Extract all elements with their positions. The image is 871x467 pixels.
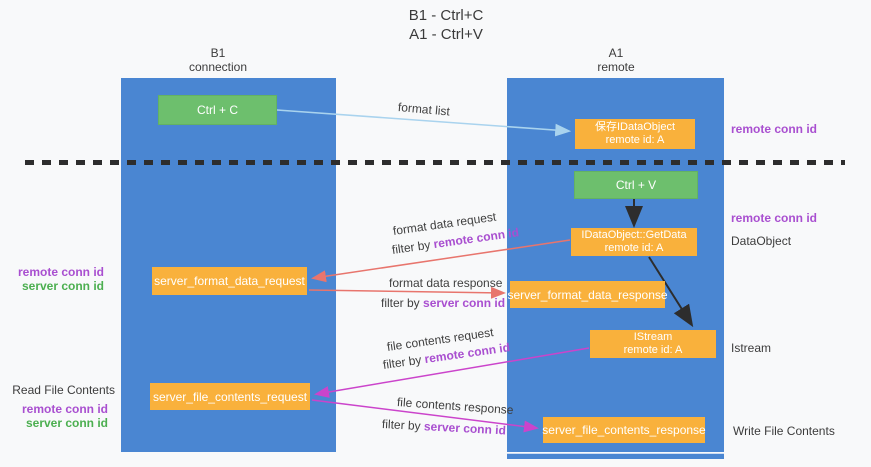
read-file-contents-annotation: Read File Contents: [12, 383, 115, 397]
save-dataobject-line2: remote id: A: [605, 134, 665, 146]
server-file-contents-request-box: server_file_contents_request: [150, 383, 310, 410]
ctrl-c-label: Ctrl + C: [196, 103, 238, 117]
server-conn-id-text: server conn id: [423, 419, 507, 438]
diagram-title: B1 - Ctrl+C A1 - Ctrl+V: [409, 6, 484, 44]
lane-b1-name: B1: [210, 46, 226, 60]
server-format-data-request-box: server_format_data_request: [152, 267, 307, 295]
ctrl-v-label: Ctrl + V: [615, 178, 657, 192]
remote-conn-id-annotation-mid: remote conn id: [731, 211, 818, 225]
ctrl-v-box: Ctrl + V: [574, 171, 698, 199]
istream-annotation: Istream: [731, 341, 772, 355]
server-conn-id-annotation-left-1: server conn id: [21, 279, 104, 293]
istream-box: IStream remote id: A: [590, 330, 716, 358]
server-file-contents-response-box: server_file_contents_response: [542, 417, 706, 443]
filter-by-text: filter by: [381, 296, 424, 310]
format-data-response-filter-label: filter by server conn id: [381, 296, 505, 310]
getdata-line2: remote id: A: [604, 242, 664, 254]
format-data-response-label: format data response: [389, 276, 503, 290]
filter-by-text: filter by: [381, 417, 425, 434]
left-conn-id-annotation-group-1: remote conn id server conn id: [2, 265, 104, 293]
remote-conn-id-annotation-top: remote conn id: [731, 122, 818, 136]
server-format-data-request-label: server_format_data_request: [154, 274, 305, 288]
file-contents-response-label: file contents response: [396, 395, 514, 418]
server-file-contents-request-label: server_file_contents_request: [152, 389, 308, 404]
server-format-data-response-box: server_format_data_response: [507, 281, 668, 308]
write-file-contents-annotation: Write File Contents: [733, 424, 835, 438]
filter-by-text: filter by: [391, 237, 435, 257]
copy-paste-separator-line: [25, 160, 845, 165]
format-data-response-arrow: [308, 286, 506, 299]
title-line-2: A1 - Ctrl+V: [409, 26, 483, 43]
lane-header-b1: B1 connection: [189, 46, 247, 74]
server-conn-id-text: server conn id: [423, 296, 506, 310]
remote-conn-id-annotation-left-2: remote conn id: [21, 402, 108, 416]
lane-a1-name: A1: [608, 46, 624, 60]
left-conn-id-annotation-group-2: remote conn id server conn id: [2, 402, 108, 430]
title-line-1: B1 - Ctrl+C: [408, 7, 484, 24]
dataobject-annotation: DataObject: [731, 234, 792, 248]
remote-conn-id-annotation-left-1: remote conn id: [17, 265, 104, 279]
ctrl-c-box: Ctrl + C: [158, 95, 277, 125]
getdata-line1: IDataObject::GetData: [581, 229, 687, 241]
save-dataobject-box: 保存IDataObject remote id: A: [575, 119, 695, 149]
file-contents-response-filter-label: filter by server conn id: [382, 417, 507, 437]
filter-by-text: filter by: [382, 352, 426, 372]
istream-line2: remote id: A: [623, 344, 683, 356]
lane-a1-role: remote: [597, 60, 635, 74]
lane-b1-role: connection: [188, 60, 248, 74]
format-list-label: format list: [397, 100, 451, 119]
lane-header-a1: A1 remote: [597, 46, 634, 74]
server-file-contents-response-label: server_file_contents_response: [542, 423, 706, 437]
getdata-box: IDataObject::GetData remote id: A: [571, 228, 697, 256]
server-format-data-response-label: server_format_data_response: [507, 287, 668, 302]
istream-line1: IStream: [633, 331, 673, 343]
save-dataobject-line1: 保存IDataObject: [594, 121, 676, 133]
lane-a1-bottom-strip: [507, 453, 724, 459]
server-conn-id-annotation-left-2: server conn id: [25, 416, 108, 430]
